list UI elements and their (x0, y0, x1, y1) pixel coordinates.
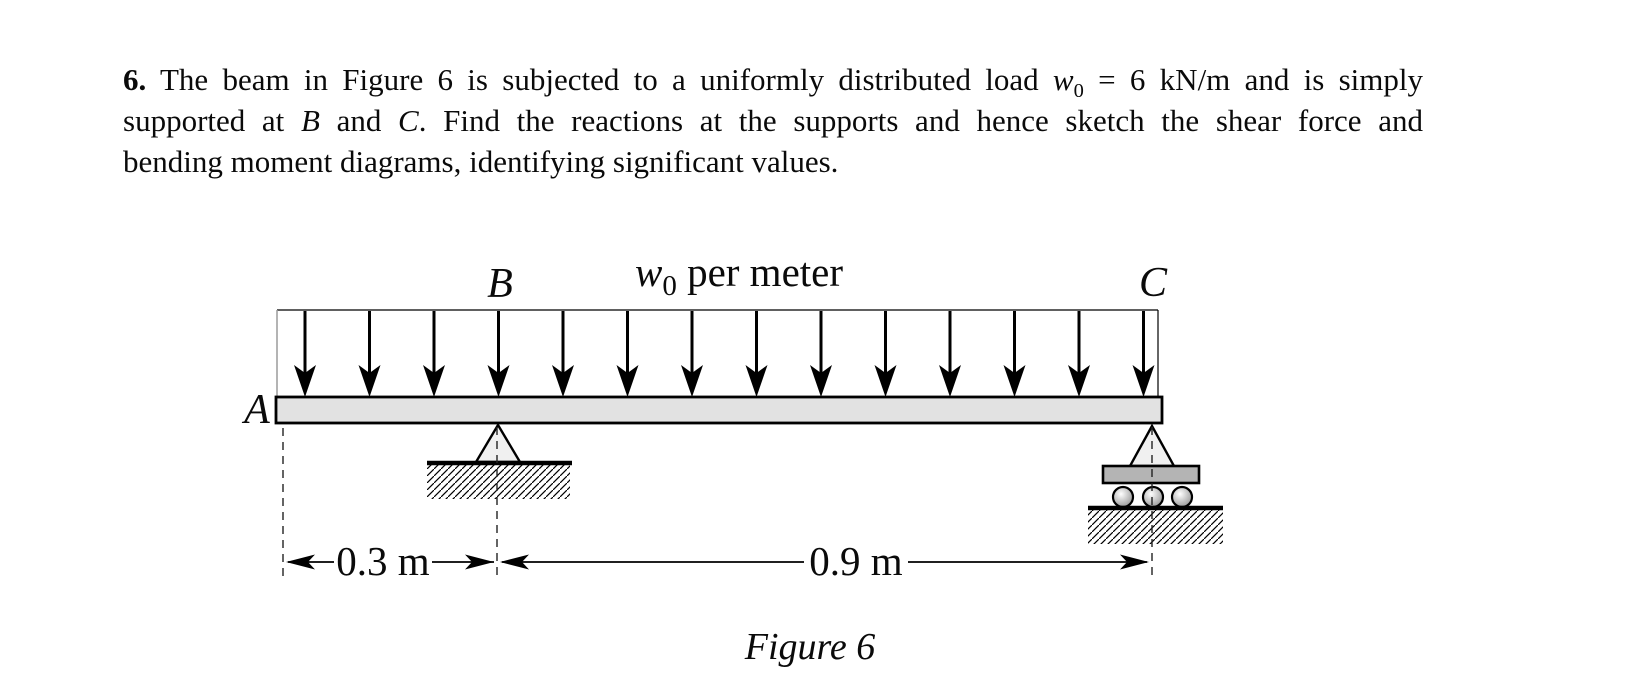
dim-arrow-right (465, 554, 494, 570)
support-b-pin (427, 422, 572, 499)
problem-line-1: 6. The beam in Figure 6 is subjected to … (123, 62, 1424, 103)
udl-arrow-head (874, 365, 897, 397)
udl-arrow-head (423, 365, 445, 397)
roller-plate (1101, 464, 1201, 485)
dim-arrow-left (286, 554, 315, 570)
dim-arrow-right (1120, 554, 1149, 570)
problem-statement: 6. The beam in Figure 6 is subjected to … (123, 59, 1423, 182)
udl-arrow-head (1132, 365, 1155, 397)
math-w0: w (1052, 62, 1074, 97)
beam (274, 395, 1164, 425)
udl-arrow-head (616, 365, 639, 397)
udl-arrow-head (1068, 365, 1090, 397)
udl-arrow-head (552, 365, 574, 397)
load-label: w0 per meter (635, 249, 843, 302)
label-a: A (241, 387, 270, 433)
support-c-roller (1088, 423, 1223, 544)
load-arrows (294, 311, 1155, 397)
support-b-ref: B (300, 103, 320, 138)
figure-caption: Figure 6 (744, 626, 876, 668)
dimension-bc: 0.9 m (500, 538, 1149, 584)
problem-line-3: bending moment diagrams, identifying sig… (123, 144, 839, 179)
projection-lines (282, 427, 1153, 577)
roller-wheel (1111, 485, 1135, 509)
udl-arrow-head (745, 365, 768, 397)
dimension-ab: 0.3 m (286, 538, 494, 584)
udl-arrow-head (294, 365, 316, 397)
ground-hatch-b (427, 465, 570, 499)
pin-triangle (473, 422, 523, 464)
ground-hatch-c (1088, 510, 1223, 544)
problem-number: 6. (123, 62, 147, 97)
udl-arrow-head (810, 365, 832, 397)
dim-label-ab: 0.3 m (336, 538, 430, 584)
udl-arrow-head (358, 365, 381, 397)
udl-arrow-head (1003, 365, 1026, 397)
label-c: C (1139, 260, 1168, 306)
problem-line-2: supported at B and C. Find the reactions… (123, 103, 1423, 138)
udl-arrow-head (487, 365, 510, 397)
udl-arrow-head (939, 365, 961, 397)
roller-wheel (1170, 485, 1194, 509)
dim-label-bc: 0.9 m (809, 538, 903, 584)
udl-region (276, 309, 1159, 397)
label-b: B (487, 261, 513, 307)
support-c-ref: C (398, 103, 419, 138)
udl-arrow-head (681, 365, 703, 397)
dim-arrow-left (500, 554, 529, 570)
roller-wheel (1141, 485, 1165, 509)
